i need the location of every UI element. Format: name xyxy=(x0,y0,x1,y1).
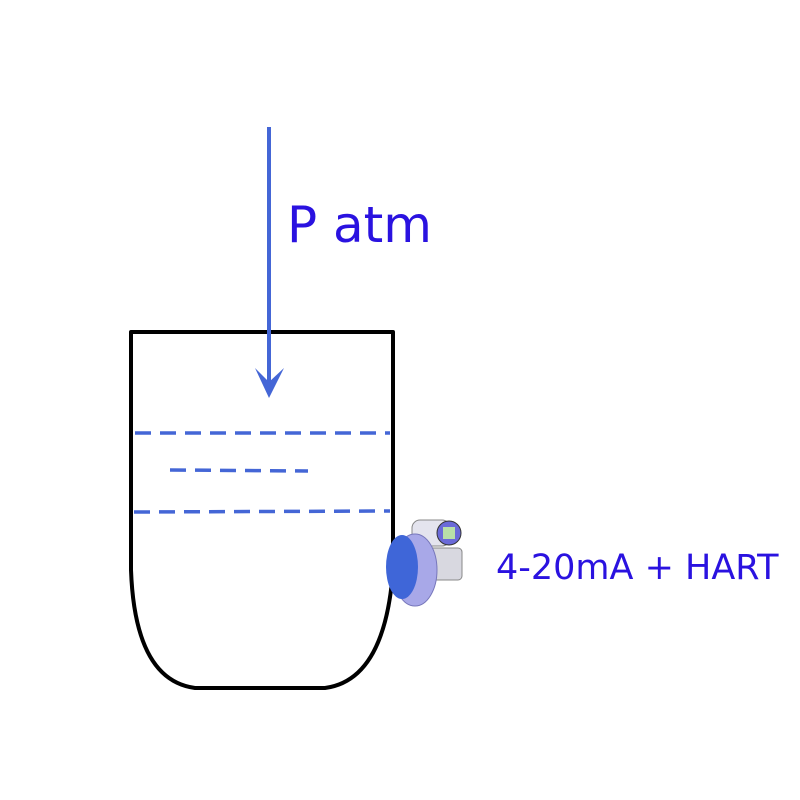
signal-output-label: 4-20mA + HART xyxy=(496,548,779,588)
liquid-level-line-bottom xyxy=(133,509,391,514)
tank-outline xyxy=(129,330,395,690)
atmospheric-pressure-label: P atm xyxy=(287,196,432,254)
liquid-level-line-middle xyxy=(169,468,309,473)
pressure-arrow xyxy=(255,127,284,398)
pressure-transmitter-icon xyxy=(386,519,463,607)
